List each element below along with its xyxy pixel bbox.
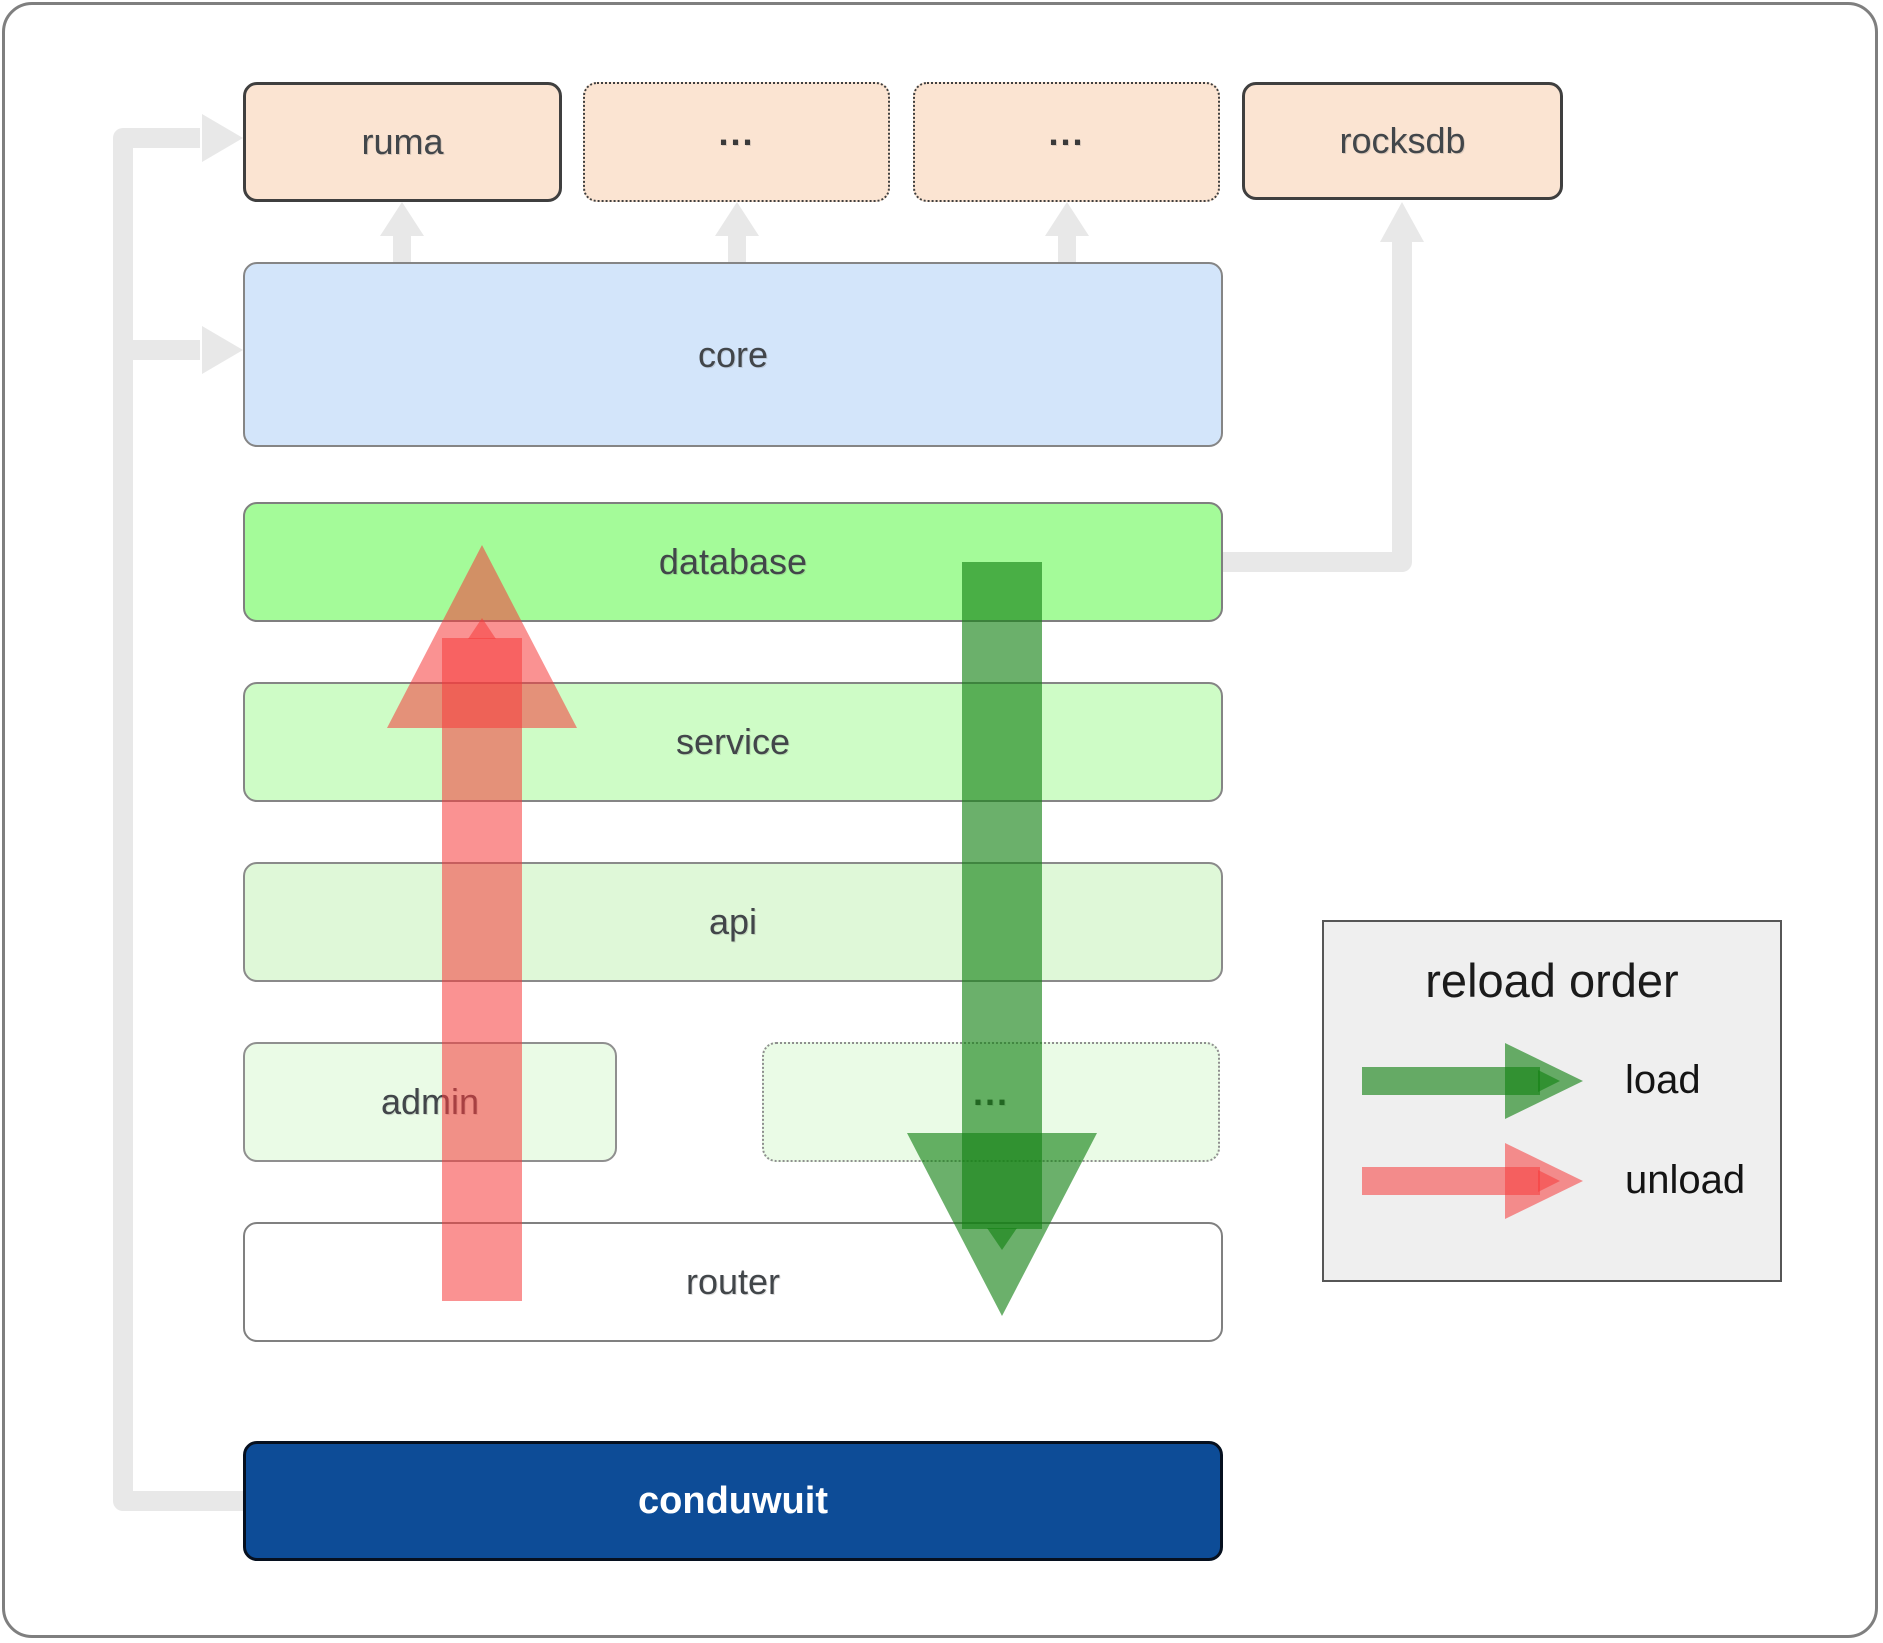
node-admin-label: admin <box>380 1081 480 1122</box>
node-module-a: ... <box>583 82 890 202</box>
node-more-services-label: ... <box>972 1072 1009 1113</box>
node-conduwuit: conduwuit <box>243 1441 1223 1561</box>
legend-unload-label: unload <box>1625 1158 1746 1202</box>
node-more-services: ... <box>762 1042 1220 1162</box>
node-admin: admin <box>243 1042 617 1162</box>
legend-title: reload order <box>1425 954 1679 1007</box>
node-rocksdb-label: rocksdb <box>1339 120 1466 161</box>
node-core: core <box>243 262 1223 447</box>
node-service-label: service <box>675 721 791 762</box>
node-database-label: database <box>658 541 808 582</box>
node-service: service <box>243 682 1223 802</box>
node-rocksdb: rocksdb <box>1242 82 1563 200</box>
node-ruma-label: ruma <box>361 121 444 162</box>
node-conduwuit-label: conduwuit <box>638 1479 828 1522</box>
legend-load-label: load <box>1625 1058 1701 1102</box>
node-ruma: ruma <box>243 82 562 202</box>
node-module-b-label: ... <box>1048 112 1085 153</box>
node-module-b: ... <box>913 82 1220 202</box>
node-router: router <box>243 1222 1223 1342</box>
node-database: database <box>243 502 1223 622</box>
node-core-label: core <box>697 333 769 375</box>
node-router-label: router <box>685 1261 781 1302</box>
node-api-label: api <box>708 901 758 942</box>
node-module-a-label: ... <box>718 112 755 153</box>
node-api: api <box>243 862 1223 982</box>
